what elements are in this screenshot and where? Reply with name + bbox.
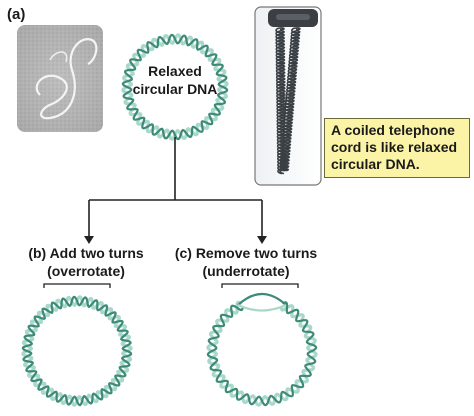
dna-strand-dark: [21, 295, 133, 407]
panel-c-label: (c) Remove two turns (underrotate): [171, 244, 321, 280]
unwound-bubble: [237, 292, 287, 312]
relaxed-dna-title-line1: Relaxed: [148, 63, 202, 79]
bracket-b: [43, 283, 111, 288]
electron-micrograph: [17, 25, 103, 132]
panel-b-line1: (b) Add two turns: [28, 245, 144, 261]
panel-a-label: (a): [7, 6, 26, 23]
relaxed-dna-title: Relaxed circular DNA: [118, 62, 232, 98]
bracket-c: [221, 283, 299, 288]
relaxed-dna-title-line2: circular DNA: [132, 81, 218, 97]
panel-c-line1: (c) Remove two turns: [174, 245, 318, 261]
panel-b-label: (b) Add two turns (overrotate): [4, 244, 168, 280]
callout-line2: cord is like relaxed: [331, 139, 458, 155]
coiled-cord-return: [279, 27, 301, 175]
telephone-cord-callout: A coiled telephone cord is like relaxed …: [324, 118, 470, 178]
arrow-left: [84, 236, 94, 244]
telephone-cord-photo: [254, 6, 322, 186]
branch-connector: [88, 137, 263, 238]
relaxed-circular-dna: [121, 33, 229, 141]
dna-strand-dark: [121, 33, 229, 141]
underrotated-circular-dna: [206, 300, 318, 407]
callout-line1: A coiled telephone: [331, 122, 455, 138]
callout-line3: circular DNA.: [331, 156, 420, 172]
cord-coil-path: [279, 27, 301, 175]
dna-strand-dark: [206, 301, 318, 407]
dna-strand-micrograph: [35, 38, 98, 120]
dna-strand-light: [206, 300, 318, 407]
panel-c-line2: (underrotate): [202, 263, 290, 279]
overrotated-circular-dna: [21, 295, 133, 407]
arrow-right: [257, 236, 267, 244]
panel-b-line2: (overrotate): [47, 263, 125, 279]
